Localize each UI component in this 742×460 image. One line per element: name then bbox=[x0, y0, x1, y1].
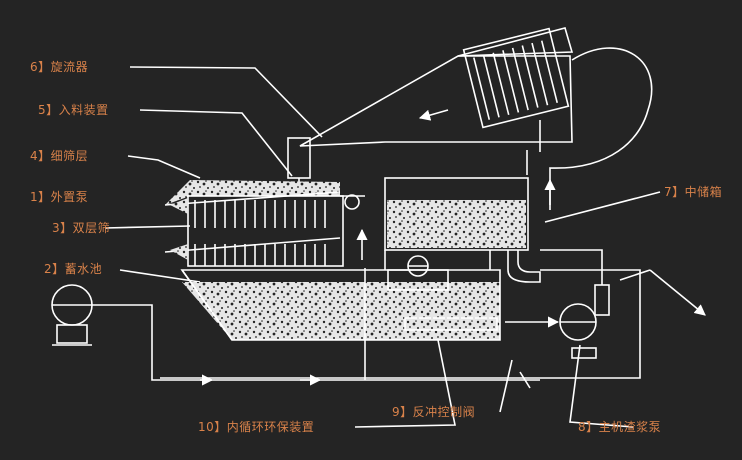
label-sump: 2】蓄水池 bbox=[44, 262, 103, 276]
label-hydrocyclone: 6】旋流器 bbox=[30, 60, 89, 74]
main-slurry-pump bbox=[160, 249, 641, 379]
label-feed-device: 5】入料装置 bbox=[38, 103, 109, 117]
double-layer-screen bbox=[164, 180, 368, 267]
label-middle-storage-tank: 7】中储箱 bbox=[664, 185, 723, 199]
external-pump bbox=[51, 284, 214, 386]
label-backflush-valve: 9】反冲控制阀 bbox=[392, 405, 476, 419]
label-main-slurry-pump: 8】主机渣浆泵 bbox=[578, 420, 662, 434]
sump-tank bbox=[180, 269, 501, 341]
label-internal-circulation: 10】内循环环保装置 bbox=[198, 420, 315, 434]
label-external-pump: 1】外置泵 bbox=[30, 190, 89, 204]
middle-storage-tank bbox=[384, 177, 541, 283]
leader-lines bbox=[104, 66, 661, 428]
label-fine-screen: 4】细筛层 bbox=[30, 149, 89, 163]
flow-pipes bbox=[200, 268, 706, 389]
hydrocyclone bbox=[299, 27, 653, 210]
label-double-layer-screen: 3】双层筛 bbox=[52, 221, 111, 235]
